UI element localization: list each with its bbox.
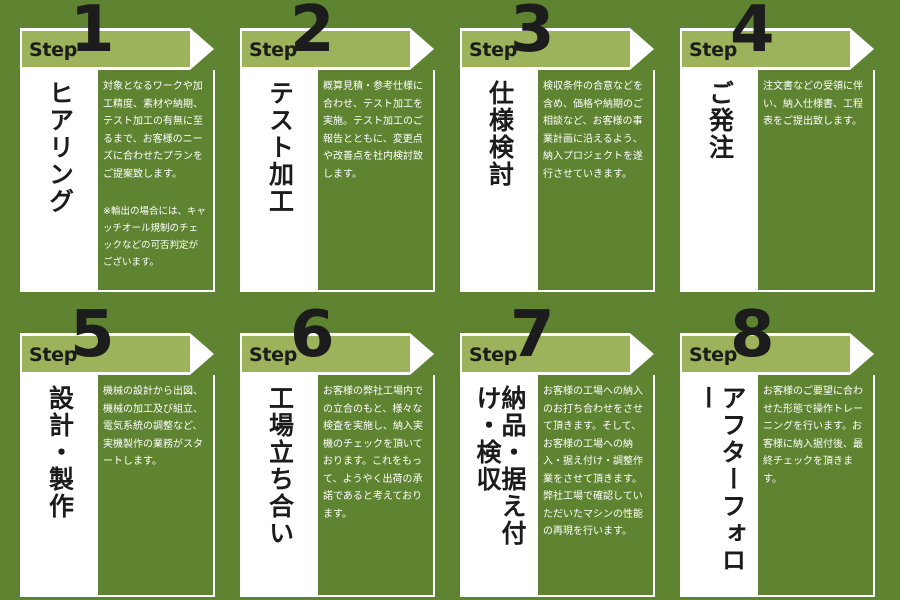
step-card-6: Step 6 工場立ち合い お客様の弊社工場内での立合のもと、様々な検査を実施し… bbox=[240, 303, 435, 597]
step-label: Step bbox=[469, 39, 518, 61]
step-number: 4 bbox=[730, 0, 775, 67]
step-title-panel: テスト加工 bbox=[240, 70, 318, 292]
step-card-8: Step 8 アフターフォロー お客様のご要望に合わせた形態で操作トレーニングを… bbox=[680, 303, 875, 597]
step-description-panel: 機械の設計から出図、機械の加工及び組立、電気系統の調整など、実機製作の業務がスタ… bbox=[98, 375, 215, 597]
step-number: 7 bbox=[510, 298, 555, 372]
step-banner bbox=[20, 28, 190, 70]
step-title-panel: アフターフォロー bbox=[680, 375, 758, 597]
step-title: アフターフォロー bbox=[693, 385, 747, 574]
step-note: ※輸出の場合には、キャッチオール規制のチェックなどの可否判定がございます。 bbox=[103, 206, 206, 268]
arrow-right-icon bbox=[850, 28, 874, 70]
step-description: お客様の弊社工場内での立合のもと、様々な検査を実施し、納入実機のチェックを頂いて… bbox=[323, 386, 423, 520]
step-number: 8 bbox=[730, 298, 775, 372]
step-label: Step bbox=[29, 39, 78, 61]
step-title-panel: ヒアリング bbox=[20, 70, 98, 292]
arrow-right-icon bbox=[190, 333, 214, 375]
step-description-panel: お客様の弊社工場内での立合のもと、様々な検査を実施し、納入実機のチェックを頂いて… bbox=[318, 375, 435, 597]
step-description-panel: 対象となるワークや加工精度、素材や納期、テスト加工の有無に至るまで、お客様のニー… bbox=[98, 70, 215, 292]
step-card-5: Step 5 設計・製作 機械の設計から出図、機械の加工及び組立、電気系統の調整… bbox=[20, 303, 215, 597]
step-title: ヒアリング bbox=[45, 80, 75, 215]
arrow-right-icon bbox=[190, 28, 214, 70]
step-description-panel: 概算見積・参考仕様に合わせ、テスト加工を実施。テスト加工のご報告とともに、変更点… bbox=[318, 70, 435, 292]
arrow-right-icon bbox=[630, 333, 654, 375]
step-label: Step bbox=[249, 344, 298, 366]
step-label: Step bbox=[469, 344, 518, 366]
arrow-right-icon bbox=[410, 28, 434, 70]
step-title-panel: 設計・製作 bbox=[20, 375, 98, 597]
step-title-panel: 納品・据え付け・検収 bbox=[460, 375, 538, 597]
step-title-panel: ご発注 bbox=[680, 70, 758, 292]
step-description: お客様のご要望に合わせた形態で操作トレーニングを行います。お客様に納入据付後、最… bbox=[763, 386, 863, 485]
step-card-2: Step 2 テスト加工 概算見積・参考仕様に合わせ、テスト加工を実施。テスト加… bbox=[240, 0, 435, 292]
step-label: Step bbox=[689, 344, 738, 366]
step-title: 仕様検討 bbox=[485, 80, 515, 188]
step-card-7: Step 7 納品・据え付け・検収 お客様の工場への納入のお打ち合わせをさせて頂… bbox=[460, 303, 655, 597]
step-card-4: Step 4 ご発注 注文書などの受領に伴い、納入仕様書、工程表をご提出致します… bbox=[680, 0, 875, 292]
step-label: Step bbox=[249, 39, 298, 61]
step-description: 機械の設計から出図、機械の加工及び組立、電気系統の調整など、実機製作の業務がスタ… bbox=[103, 386, 203, 467]
step-description: 注文書などの受領に伴い、納入仕様書、工程表をご提出致します。 bbox=[763, 81, 863, 127]
step-number: 5 bbox=[70, 298, 115, 372]
step-title: 工場立ち合い bbox=[265, 385, 295, 547]
step-banner bbox=[680, 333, 850, 375]
step-number: 6 bbox=[290, 298, 335, 372]
step-label: Step bbox=[29, 344, 78, 366]
step-title: 設計・製作 bbox=[45, 385, 75, 520]
step-title-panel: 工場立ち合い bbox=[240, 375, 318, 597]
step-card-3: Step 3 仕様検討 検収条件の合意などを含め、価格や納期のご相談など、お客様… bbox=[460, 0, 655, 292]
step-banner bbox=[240, 28, 410, 70]
step-description-panel: お客様の工場への納入のお打ち合わせをさせて頂きます。そして、お客様の工場への納入… bbox=[538, 375, 655, 597]
step-title: 納品・据え付け・検収 bbox=[473, 385, 527, 547]
step-description-panel: お客様のご要望に合わせた形態で操作トレーニングを行います。お客様に納入据付後、最… bbox=[758, 375, 875, 597]
step-description-panel: 検収条件の合意などを含め、価格や納期のご相談など、お客様の事業計画に沿えるよう、… bbox=[538, 70, 655, 292]
arrow-right-icon bbox=[850, 333, 874, 375]
step-number: 2 bbox=[290, 0, 335, 67]
step-label: Step bbox=[689, 39, 738, 61]
step-title: ご発注 bbox=[705, 80, 735, 161]
step-number: 1 bbox=[70, 0, 115, 67]
step-number: 3 bbox=[510, 0, 555, 67]
step-title: テスト加工 bbox=[265, 80, 295, 215]
step-title-panel: 仕様検討 bbox=[460, 70, 538, 292]
step-banner bbox=[20, 333, 190, 375]
step-banner bbox=[240, 333, 410, 375]
arrow-right-icon bbox=[630, 28, 654, 70]
step-description: お客様の工場への納入のお打ち合わせをさせて頂きます。そして、お客様の工場への納入… bbox=[543, 386, 643, 537]
step-description: 概算見積・参考仕様に合わせ、テスト加工を実施。テスト加工のご報告とともに、変更点… bbox=[323, 81, 423, 180]
step-banner bbox=[460, 28, 630, 70]
step-description-panel: 注文書などの受領に伴い、納入仕様書、工程表をご提出致します。 bbox=[758, 70, 875, 292]
step-description: 検収条件の合意などを含め、価格や納期のご相談など、お客様の事業計画に沿えるよう、… bbox=[543, 81, 643, 180]
step-banner bbox=[460, 333, 630, 375]
step-description: 対象となるワークや加工精度、素材や納期、テスト加工の有無に至るまで、お客様のニー… bbox=[103, 81, 203, 180]
arrow-right-icon bbox=[410, 333, 434, 375]
step-banner bbox=[680, 28, 850, 70]
step-card-1: Step 1 ヒアリング 対象となるワークや加工精度、素材や納期、テスト加工の有… bbox=[20, 0, 215, 292]
